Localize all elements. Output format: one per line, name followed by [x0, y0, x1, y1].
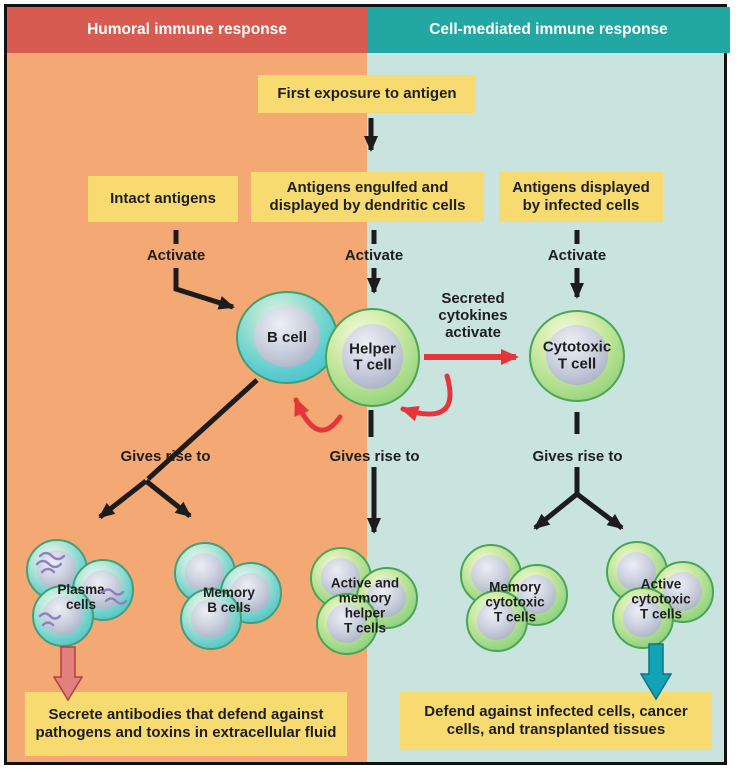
gives-rise-label-left: Gives rise to — [120, 448, 211, 465]
cytokines-label: Secreted cytokines activate — [438, 290, 508, 341]
intact-antigens-box: Intact antigens — [88, 176, 238, 222]
plasma-cells-cluster: Plasma cells — [22, 537, 140, 655]
dendritic-cells-box: Antigens engulfed and displayed by dendr… — [251, 172, 484, 222]
cell-icon — [466, 590, 528, 652]
gives-rise-label-right: Gives rise to — [532, 448, 623, 465]
humoral-outcome-box: Secrete antibodies that defend against p… — [25, 692, 347, 756]
cell-outcome-box: Defend against infected cells, cancer ce… — [400, 692, 712, 750]
cell-icon — [316, 593, 378, 655]
b-cell-label: B cell — [266, 328, 308, 346]
cell-icon — [180, 588, 242, 650]
helper-t-nucleus — [341, 324, 404, 389]
active-cytotoxic-cluster: Active cytotoxic T cells — [602, 539, 720, 657]
cell-mediated-banner: Cell-mediated immune response — [367, 7, 730, 53]
activate-label-left: Activate — [146, 247, 206, 264]
cytotoxic-t-label: Cytotoxic T cell — [542, 338, 612, 372]
active-memory-helper-label: Active and memory helper T cells — [330, 575, 400, 636]
gives-rise-label-middle: Gives rise to — [329, 448, 420, 465]
memory-b-cells-label: Memory B cells — [203, 585, 255, 616]
helper-t-label: Helper T cell — [349, 340, 396, 374]
memory-cytotoxic-label: Memory cytotoxic T cells — [485, 580, 545, 625]
memory-b-cells-cluster: Memory B cells — [170, 540, 288, 658]
cytotoxic-t-cell: Cytotoxic T cell — [529, 310, 625, 402]
helper-t-cell: Helper T cell — [325, 308, 420, 407]
cytotoxic-t-nucleus — [545, 325, 609, 386]
header-banner: Humoral immune response Cell-mediated im… — [7, 7, 730, 53]
first-exposure-box: First exposure to antigen — [258, 75, 476, 113]
memory-cytotoxic-cluster: Memory cytotoxic T cells — [456, 542, 574, 660]
plasma-cells-label: Plasma cells — [57, 582, 105, 613]
humoral-banner: Humoral immune response — [7, 7, 367, 53]
cell-icon — [612, 587, 674, 649]
activate-label-middle: Activate — [344, 247, 404, 264]
b-cell-nucleus — [253, 306, 321, 367]
active-cytotoxic-label: Active cytotoxic T cells — [631, 577, 691, 622]
infected-cells-box: Antigens displayed by infected cells — [499, 172, 663, 222]
activate-label-right: Activate — [547, 247, 607, 264]
b-cell: B cell — [236, 291, 338, 384]
active-memory-helper-cluster: Active and memory helper T cells — [306, 545, 424, 663]
